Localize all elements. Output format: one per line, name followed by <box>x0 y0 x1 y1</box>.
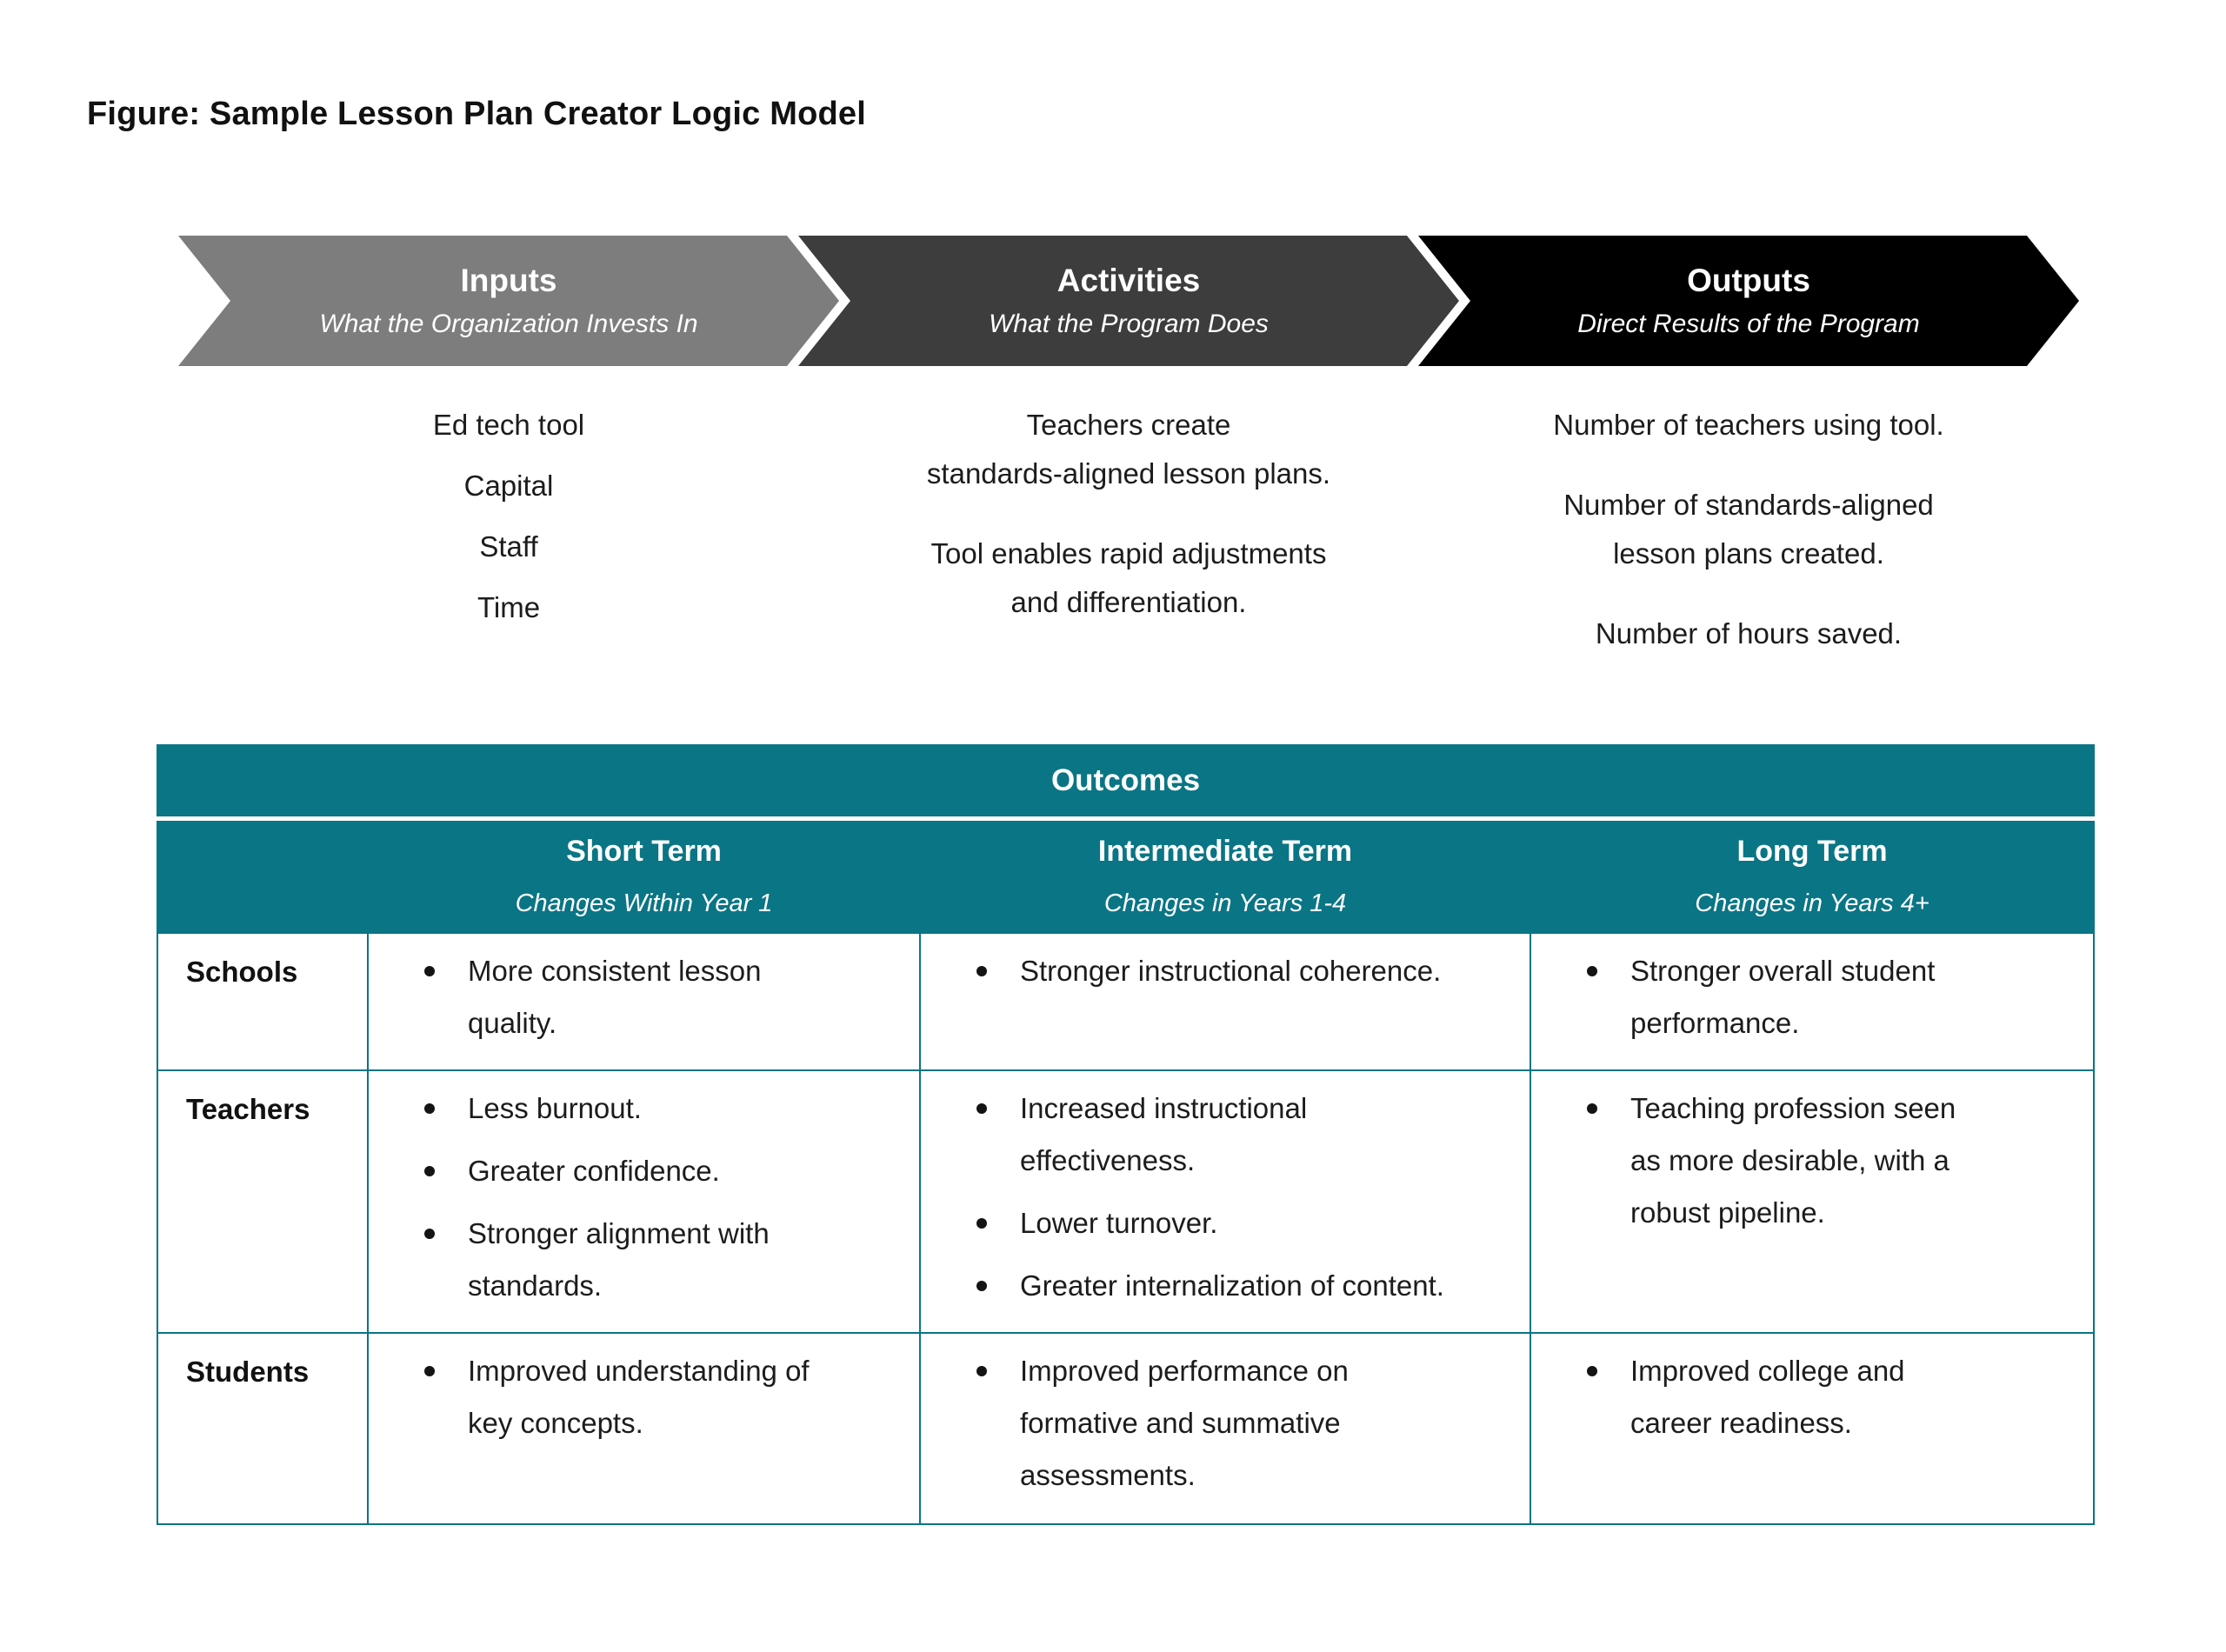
bullet-item: Greater confidence. <box>410 1145 903 1197</box>
column-header-long-term: Long Term Changes in Years 4+ <box>1529 817 2096 934</box>
schools-intermediate-term-cell: Stronger instructional coherence. <box>919 932 1531 1071</box>
outputs-item-list: Number of teachers using tool. Number of… <box>1418 401 2079 689</box>
outputs-arrow-banner: Outputs Direct Results of the Program <box>1418 236 2079 366</box>
teachers-short-term-cell: Less burnout. Greater confidence. Strong… <box>367 1069 921 1334</box>
column-header-intermediate-term: Intermediate Term Changes in Years 1-4 <box>919 817 1531 934</box>
flow-item: Time <box>477 591 541 623</box>
row-label-teachers: Teachers <box>157 1069 369 1334</box>
figure-title: Figure: Sample Lesson Plan Creator Logic… <box>87 96 867 132</box>
activities-arrow-banner: Activities What the Program Does <box>798 236 1459 366</box>
column-label: Intermediate Term <box>1097 834 1353 868</box>
row-label-students: Students <box>157 1332 369 1525</box>
corner-header-cell <box>157 817 369 934</box>
flow-item: Number of teachers using tool. <box>1553 409 1944 441</box>
flow-item: Ed tech tool <box>432 409 585 441</box>
inputs-arrow-title: Inputs <box>460 263 557 299</box>
flow-item: Capital <box>463 470 554 502</box>
column-sublabel: Changes in Years 4+ <box>1695 889 1929 917</box>
outputs-arrow-subtitle: Direct Results of the Program <box>1577 309 1920 338</box>
column-sublabel: Changes in Years 1-4 <box>1103 889 1347 917</box>
column-header-short-term: Short Term Changes Within Year 1 <box>367 817 921 934</box>
column-label: Short Term <box>566 834 722 868</box>
column-label: Long Term <box>1736 834 1888 868</box>
bullet-item: Lower turnover. <box>963 1197 1514 1249</box>
bullet-item: Greater internalization of content. <box>963 1260 1514 1312</box>
row-label-schools: Schools <box>157 932 369 1071</box>
column-sublabel: Changes Within Year 1 <box>515 889 773 917</box>
inputs-arrow-banner: Inputs What the Organization Invests In <box>178 236 839 366</box>
flow-item: Number of hours saved. <box>1595 617 1903 649</box>
activities-arrow-title: Activities <box>1056 263 1201 299</box>
outcomes-header: Outcomes <box>156 744 2096 821</box>
bullet-item: Stronger instructional coherence. <box>963 945 1514 997</box>
outcomes-column-header-row: Short Term Changes Within Year 1 Interme… <box>157 817 2096 934</box>
table-row-teachers: Teachers Less burnout. Greater confidenc… <box>157 1069 2096 1334</box>
bullet-item: Less burnout. <box>410 1082 903 1135</box>
outputs-arrow-title: Outputs <box>1687 263 1810 299</box>
outcomes-table: Outcomes Short Term Changes Within Year … <box>156 744 2096 1525</box>
inputs-item-list: Ed tech tool Capital Staff Time <box>178 401 839 644</box>
inputs-arrow-subtitle: What the Organization Invests In <box>319 309 698 338</box>
flow-item: Staff <box>479 530 538 563</box>
activities-arrow-subtitle: What the Program Does <box>989 309 1269 338</box>
flow-diagram: Inputs What the Organization Invests In … <box>0 236 2226 792</box>
